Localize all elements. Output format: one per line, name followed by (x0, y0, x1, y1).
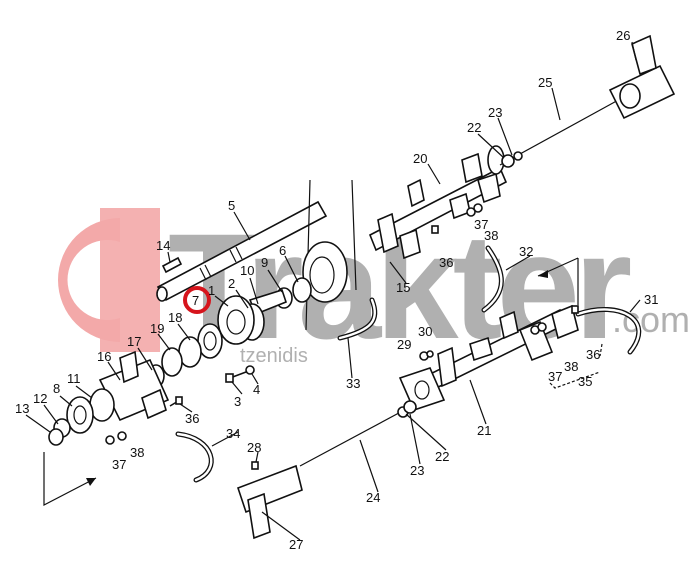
part-label[interactable]: 24 (366, 490, 380, 505)
watermark-sub: tzenidis (240, 345, 308, 367)
part-label[interactable]: 21 (477, 423, 491, 438)
part-label[interactable]: 25 (538, 75, 552, 90)
part-label[interactable]: 26 (616, 28, 630, 43)
part-label[interactable]: 10 (240, 263, 254, 278)
part-label[interactable]: 4 (253, 382, 260, 397)
bracket-part-21[interactable] (398, 304, 579, 411)
highlight-circle (183, 286, 211, 314)
part-label[interactable]: 13 (15, 401, 29, 416)
watermark-logo-c (58, 218, 120, 342)
part-label[interactable]: 2 (228, 276, 235, 291)
part-label[interactable]: 23 (410, 463, 424, 478)
direction-arrow-left (43, 452, 97, 506)
bearing-part-6[interactable] (292, 277, 312, 303)
nut-part-23[interactable] (513, 151, 523, 161)
part-label[interactable]: 11 (67, 371, 81, 386)
part-label[interactable]: 35 (578, 374, 592, 389)
leader-lines (25, 41, 641, 541)
part-label[interactable]: 38 (484, 228, 498, 243)
watermark-suffix: .com (612, 299, 690, 340)
part-label[interactable]: 36 (586, 347, 600, 362)
washer-part-22[interactable] (501, 154, 515, 168)
washer-part-38[interactable] (117, 431, 127, 441)
part-label[interactable]: 38 (564, 359, 578, 374)
part-label[interactable]: 34 (226, 426, 240, 441)
rod-part-24[interactable] (299, 406, 411, 467)
bracket-part-20[interactable] (368, 145, 508, 260)
part-label[interactable]: 9 (261, 255, 268, 270)
part-label-highlighted[interactable]: 7 (192, 293, 199, 308)
bearing-part-19[interactable] (161, 347, 183, 377)
part-label[interactable]: 5 (228, 198, 235, 213)
part-label[interactable]: 30 (418, 324, 432, 339)
part-label[interactable]: 36 (185, 411, 199, 426)
part-label[interactable]: 8 (53, 381, 60, 396)
part-label[interactable]: 16 (97, 349, 111, 364)
part-label[interactable]: 29 (397, 337, 411, 352)
part-label[interactable]: 23 (488, 105, 502, 120)
flange-disk[interactable] (302, 241, 348, 303)
part-label[interactable]: 17 (127, 334, 141, 349)
kit-bracket-35 (549, 343, 603, 389)
end-bracket-part-27[interactable] (236, 464, 303, 540)
housing-part-1[interactable] (217, 295, 255, 345)
bolt-part-28[interactable] (251, 461, 259, 470)
part-label[interactable]: 22 (467, 120, 481, 135)
part-label[interactable]: 28 (247, 440, 261, 455)
bearing-part-8[interactable] (66, 396, 94, 434)
watermark: Trakter .com tzenidis (58, 202, 690, 370)
part-label[interactable]: 37 (112, 457, 126, 472)
part-labels: 26 25 23 22 20 37 38 36 32 15 31 36 38 3… (15, 28, 658, 552)
part-label[interactable]: 37 (548, 369, 562, 384)
part-label[interactable]: 22 (435, 449, 449, 464)
part-label[interactable]: 31 (644, 292, 658, 307)
key-part-14[interactable] (161, 256, 183, 274)
part-label[interactable]: 37 (474, 217, 488, 232)
part-label[interactable]: 14 (156, 238, 170, 253)
end-bracket-part-26[interactable] (608, 34, 676, 120)
part-label[interactable]: 1 (208, 283, 215, 298)
washer-part-4[interactable] (245, 365, 255, 375)
part-label[interactable]: 33 (346, 376, 360, 391)
bolt-part-3[interactable] (225, 373, 234, 383)
part-label[interactable]: 18 (168, 310, 182, 325)
part-label[interactable]: 32 (519, 244, 533, 259)
part-label[interactable]: 15 (396, 280, 410, 295)
part-label[interactable]: 19 (150, 321, 164, 336)
bolt-part-36[interactable] (175, 396, 183, 405)
part-label[interactable]: 3 (234, 394, 241, 409)
part-label[interactable]: 36 (439, 255, 453, 270)
part-label[interactable]: 12 (33, 391, 47, 406)
shaft-part-5[interactable] (156, 200, 328, 302)
watermark-logo-gear (100, 208, 160, 352)
part-label[interactable]: 6 (279, 243, 286, 258)
part-label[interactable]: 20 (413, 151, 427, 166)
part-label[interactable]: 27 (289, 537, 303, 552)
nut-part-13[interactable] (48, 428, 64, 446)
nut-part-37[interactable] (105, 435, 115, 445)
part-label[interactable]: 38 (130, 445, 144, 460)
